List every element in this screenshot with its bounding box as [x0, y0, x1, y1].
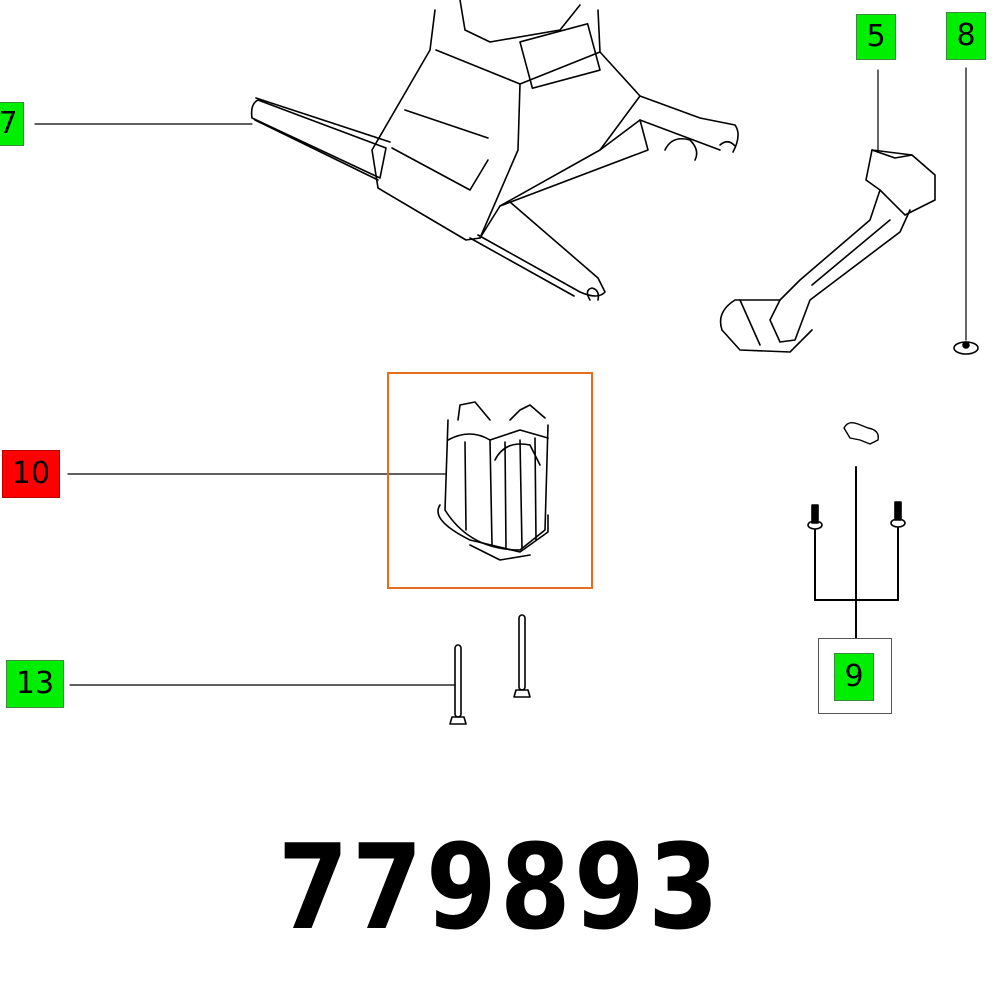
- leader-tree-9: [814, 466, 899, 639]
- callout-9-text: 9: [844, 659, 864, 694]
- callout-5[interactable]: 5: [856, 14, 896, 60]
- callout-8-text: 8: [956, 18, 976, 53]
- part-number: 779893: [277, 818, 723, 956]
- long-bolts-part: [449, 614, 531, 725]
- selected-part-highlight: [387, 372, 593, 589]
- screw-left: [807, 504, 823, 530]
- callout-7-text: 7: [0, 106, 18, 141]
- callout-13-text: 13: [15, 666, 55, 701]
- screw-right: [890, 501, 906, 528]
- callout-7[interactable]: 7: [0, 102, 24, 146]
- stand-base-part: [250, 0, 739, 301]
- callout-10-text: 10: [11, 456, 51, 491]
- callout-8[interactable]: 8: [946, 12, 986, 60]
- washer-part: [953, 341, 979, 355]
- callout-10[interactable]: 10: [2, 450, 60, 498]
- carrying-handle-part: [719, 149, 936, 353]
- motor-housing-part: [437, 401, 549, 561]
- callout-5-text: 5: [866, 19, 886, 54]
- callout-9[interactable]: 9: [834, 653, 874, 701]
- callout-13[interactable]: 13: [6, 660, 64, 708]
- clip-and-screws-part: [807, 421, 906, 530]
